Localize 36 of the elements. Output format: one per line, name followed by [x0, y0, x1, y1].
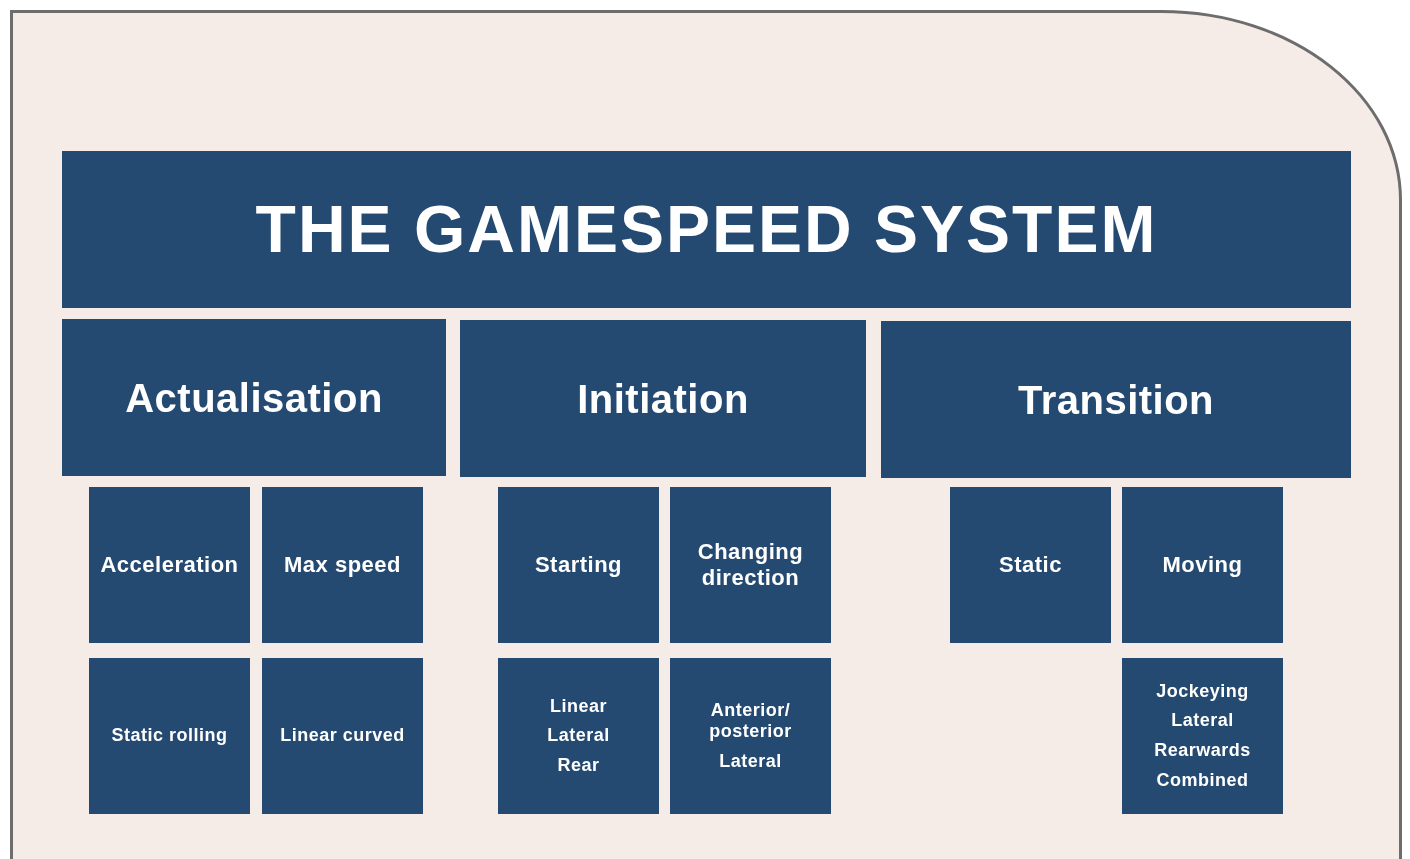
title-banner — [62, 151, 1351, 308]
detail-box — [1122, 658, 1283, 814]
detail-label: Rearwards — [1154, 740, 1251, 762]
detail-box — [89, 658, 250, 814]
category-label: Initiation — [577, 375, 749, 423]
detail-label: Static rolling — [111, 725, 228, 747]
subcategory-box — [1122, 487, 1283, 643]
category-label: Transition — [1017, 376, 1215, 424]
subcategory-label: Starting — [534, 551, 623, 579]
category-box — [460, 320, 866, 477]
detail-label: Lateral — [719, 750, 782, 773]
subcategory-box — [950, 487, 1111, 643]
detail-label: Jockeying — [1156, 680, 1249, 703]
category-label: Actualisation — [125, 374, 383, 422]
title: THE GAMESPEED SYSTEM — [255, 190, 1158, 268]
subcategory-label: Max speed — [284, 551, 401, 579]
subcategory-box — [89, 487, 250, 643]
subcategory-box — [498, 487, 659, 643]
detail-box — [498, 658, 659, 814]
category-box — [881, 321, 1351, 478]
detail-label: Combined — [1156, 769, 1249, 792]
subcategory-label: Static — [999, 551, 1062, 579]
detail-label: Linear curved — [280, 725, 405, 747]
detail-label: Lateral — [547, 725, 610, 747]
detail-label: Lateral — [1171, 710, 1234, 732]
subcategory-label: Moving — [1162, 551, 1243, 579]
category-box — [62, 319, 446, 476]
detail-label: Anterior/ posterior — [708, 699, 793, 743]
subcategory-box — [262, 487, 423, 643]
subcategory-label: Changing direction — [696, 538, 805, 592]
detail-label: Linear — [550, 695, 607, 718]
detail-box — [670, 658, 831, 814]
subcategory-box — [670, 487, 831, 643]
detail-label: Rear — [557, 754, 600, 777]
subcategory-label: Acceleration — [100, 551, 239, 579]
detail-box — [262, 658, 423, 814]
